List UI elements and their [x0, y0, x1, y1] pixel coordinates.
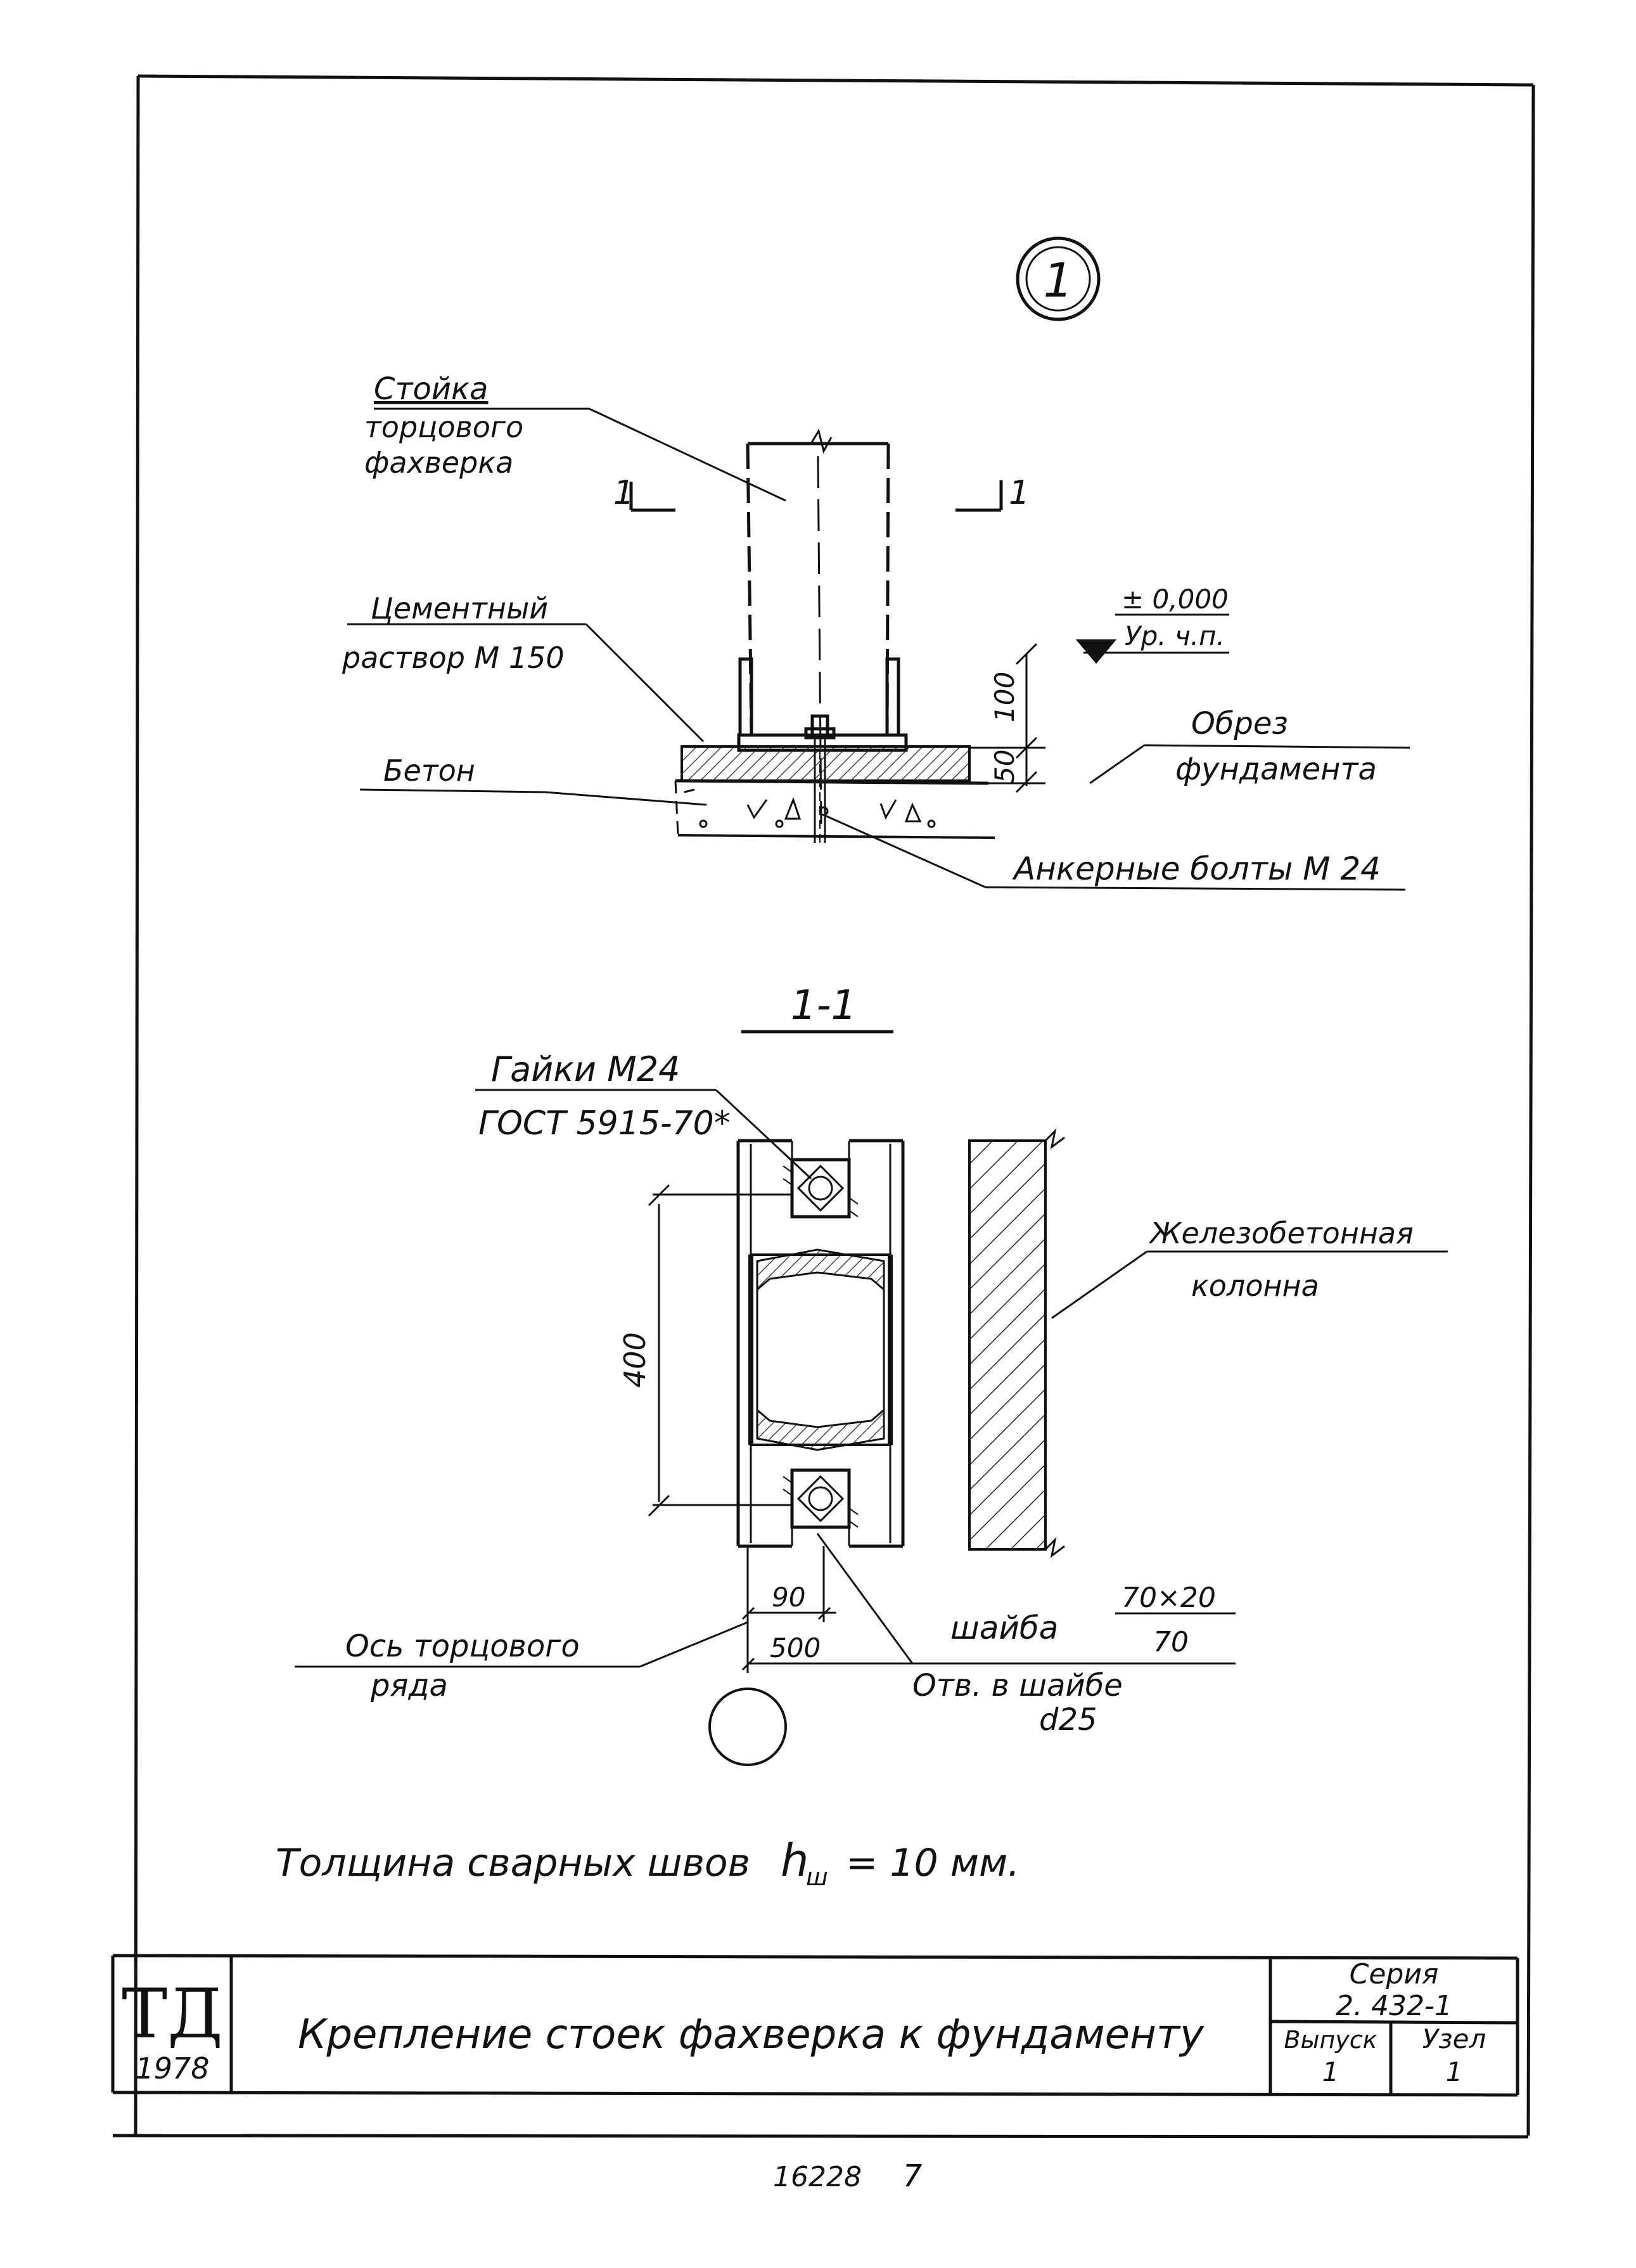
foundation-label-line2: фундамента — [1175, 752, 1377, 787]
section-title-text: 1-1 — [791, 982, 857, 1029]
weld-note-value: = 10 мм. — [846, 1841, 1019, 1885]
washer-size-bottom: 70 — [1153, 1626, 1189, 1658]
page-number: 7 — [903, 2158, 923, 2194]
series-label: Серия — [1350, 1958, 1439, 1990]
detail-marker-number: 1 — [1043, 253, 1073, 308]
column-label-line2: колонна — [1191, 1269, 1319, 1303]
detail-elevation — [629, 428, 1229, 843]
post-label-line2: торцового — [364, 410, 523, 444]
level-reference: Ур. ч.п. — [1125, 620, 1225, 651]
washer-size-top: 70×20 — [1122, 1582, 1216, 1614]
section-leaders — [295, 1089, 1448, 1668]
sheet-footer: 16228 7 — [773, 2158, 923, 2194]
section-labels: Гайки М24 ГОСТ 5915-70* Железобетонная к… — [345, 1049, 1414, 1738]
title-block — [111, 1954, 1519, 2097]
hole-label-line1: Отв. в шайбе — [912, 1668, 1123, 1703]
section-plan — [648, 1128, 1236, 1766]
detail-marker: 1 — [1016, 236, 1101, 321]
sheet-frame — [112, 74, 1535, 2139]
weld-note-symbol: h — [781, 1835, 808, 1887]
hole-label-line2: d25 — [1039, 1702, 1097, 1738]
drawing-title: Крепление стоек фахверка к фундаменту — [298, 2011, 1205, 2058]
nuts-label-line1: Гайки М24 — [491, 1049, 680, 1089]
axis-label-line2: ряда — [370, 1668, 448, 1703]
dimension-100: 100 — [989, 672, 1020, 722]
issue-label: Выпуск — [1284, 2026, 1377, 2054]
detail-labels: Стойка торцового фахверка 1 1 ± 0,000 Ур… — [342, 371, 1381, 887]
section-mark-left: 1 — [613, 474, 634, 512]
section-title: 1-1 — [741, 982, 893, 1034]
node-value: 1 — [1446, 2056, 1463, 2087]
dimension-50: 50 — [989, 750, 1020, 783]
level-mark: ± 0,000 — [1122, 584, 1229, 615]
post-label-line1: Стойка — [374, 371, 488, 407]
post-label-line3: фахверка — [364, 445, 513, 480]
issue-value: 1 — [1322, 2056, 1339, 2087]
nuts-label-line2: ГОСТ 5915-70* — [478, 1105, 731, 1143]
dimension-400: 400 — [618, 1332, 652, 1388]
mortar-label-line2: раствор М 150 — [342, 641, 565, 675]
washer-label: шайба — [950, 1610, 1058, 1646]
anchor-bolts-label: Анкерные болты М 24 — [1012, 850, 1381, 887]
mortar-label-line1: Цементный — [371, 591, 548, 625]
dimension-500: 500 — [770, 1632, 821, 1663]
drawing-year: 1978 — [135, 2051, 209, 2085]
detail-leaders — [347, 407, 1410, 891]
node-label: Узел — [1422, 2023, 1486, 2054]
weld-note-prefix: Толщина сварных швов — [276, 1841, 750, 1885]
organization-mark: ТД — [122, 1975, 223, 2054]
concrete-label: Бетон — [383, 753, 475, 788]
weld-note: Толщина сварных швов h ш = 10 мм. — [276, 1835, 1019, 1891]
section-mark-right: 1 — [1009, 474, 1030, 512]
title-block-text: ТД 1978 Крепление стоек фахверка к фунда… — [122, 1958, 1486, 2087]
column-label-line1: Железобетонная — [1148, 1216, 1414, 1250]
dimension-90: 90 — [772, 1582, 805, 1613]
sheet-number: 16228 — [773, 2161, 862, 2193]
foundation-label-line1: Обрез — [1191, 706, 1288, 741]
weld-note-subscript: ш — [806, 1863, 828, 1891]
series-value: 2. 432-1 — [1336, 1990, 1452, 2022]
axis-label-line1: Ось торцового — [345, 1629, 580, 1664]
